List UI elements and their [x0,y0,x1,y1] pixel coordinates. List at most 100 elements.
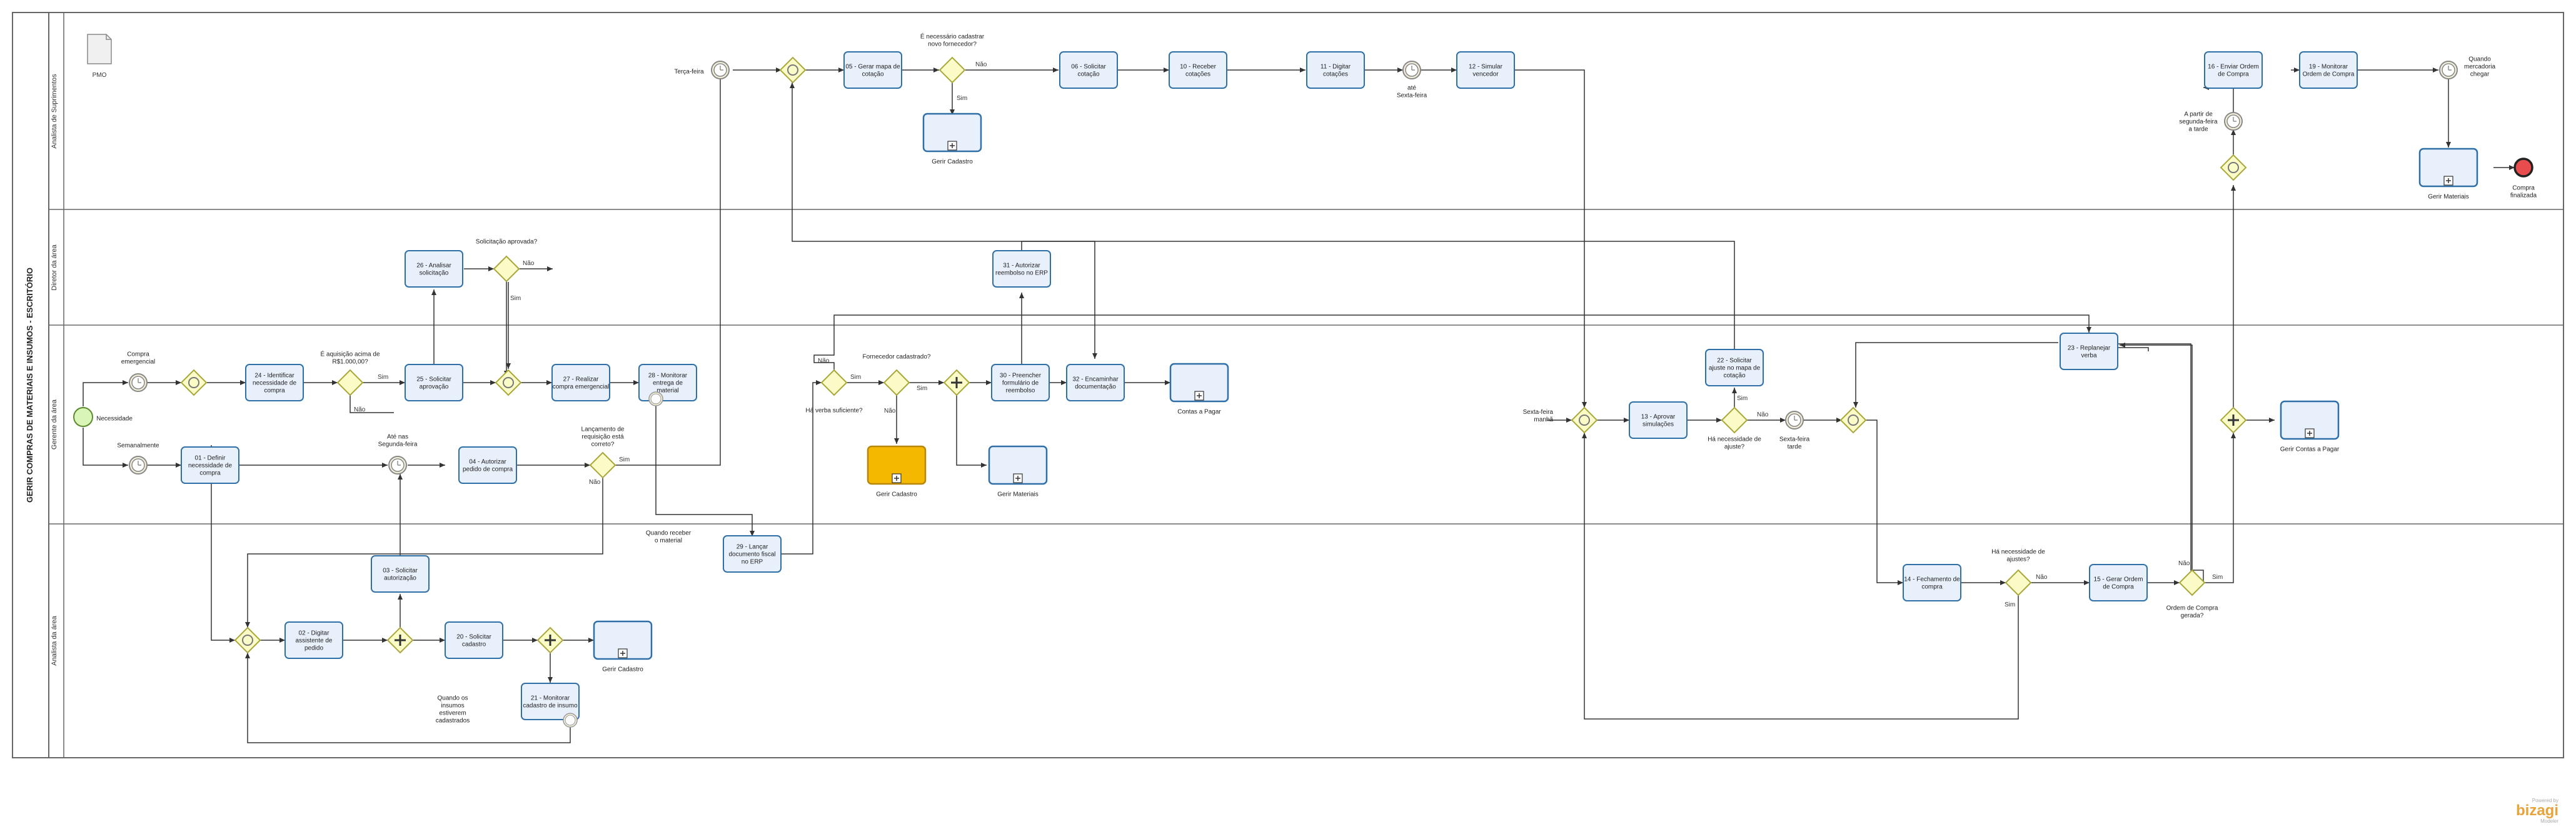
event-label: Terça-feira [674,69,704,76]
event-e_nec[interactable]: Necessidade [73,407,133,427]
subprocess-sp6[interactable]: Gerir Contas a Pagar [2280,400,2340,453]
gateway-gx11[interactable] [2220,406,2247,434]
gateway-gx4[interactable] [1571,406,1598,434]
event-e_terca[interactable]: Terça-feira [674,61,730,79]
timer-icon [1411,66,1415,71]
subprocess-label: Gerir Cadastro [602,666,643,673]
gateway-gx8[interactable] [386,626,414,654]
label-nao: Não [975,61,987,68]
gateway-gx3[interactable] [495,369,522,396]
subprocess-sp2[interactable]: Gerir Materiais [2418,148,2478,201]
gateway-label: Fornecedor cadastrado? [863,354,931,361]
subprocess-sp1[interactable]: Gerir Cadastro [922,113,982,166]
label-sim: Sim [619,456,630,463]
subprocess-sp7[interactable]: Gerir Cadastro [593,620,653,673]
lane-title-gerente: Gerente da área [51,399,58,450]
label-sim: Sim [957,95,967,102]
gateway-g_forn_cad[interactable]: Fornecedor cadastrado? [863,354,931,396]
gateway-gx5[interactable] [1839,406,1867,434]
event-label: Semanalmente [117,443,159,450]
pmo-artifact: PMO [87,34,112,79]
gateway-g_verba[interactable]: Há verba suficiente? [805,369,863,414]
subprocess-sp5[interactable]: Contas a Pagar [1169,363,1229,416]
gateway-gx10[interactable] [2220,154,2247,181]
label-sim: Sim [2005,601,2015,608]
timer-icon [138,378,141,383]
gateway-gx2[interactable] [180,369,208,396]
gateway-gx9[interactable] [536,626,564,654]
label-nao: Não [354,406,366,413]
gateway-g_aprovada[interactable]: Solicitação aprovada? [476,239,538,283]
gateway-gx1[interactable] [779,56,807,84]
subprocess-label: Gerir Materiais [2428,194,2469,201]
subprocess-label: Gerir Cadastro [876,491,917,498]
subprocess-sp3[interactable]: Gerir Cadastro [867,445,927,498]
gateway-gx6[interactable] [234,626,261,654]
lane-title-diretor: Diretor da área [51,244,58,290]
brand-powered: Powered by [2532,798,2558,803]
label-nao: Não [589,479,601,486]
gateway-gx7[interactable] [943,369,970,396]
event-e_sem[interactable]: Semanalmente [117,443,159,475]
subprocess-label: Gerir Materiais [997,491,1039,498]
subprocess-sp4[interactable]: Gerir Materiais [988,445,1048,498]
label-nao: Não [2178,560,2190,567]
